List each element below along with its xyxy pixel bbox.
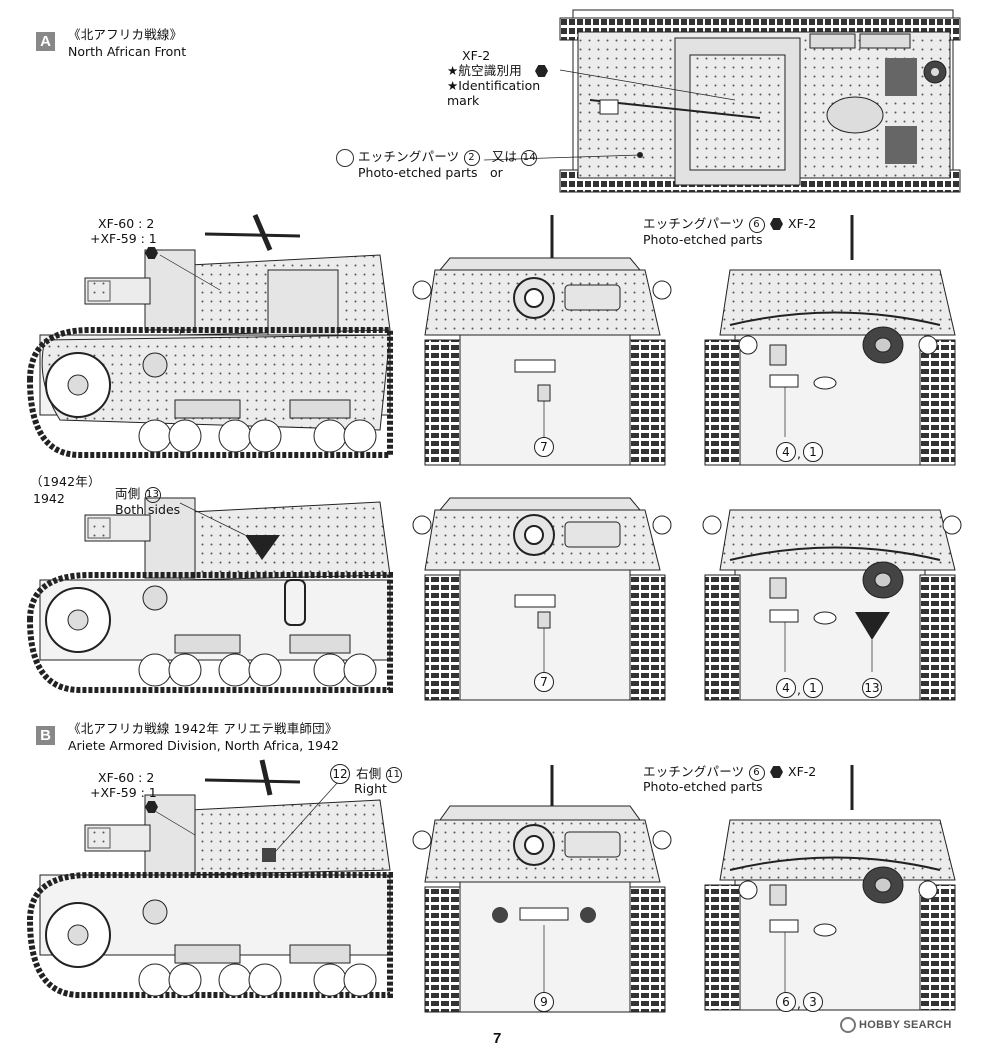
- top-alt-num: 14: [521, 149, 538, 166]
- year-label-en: 1942: [33, 491, 65, 506]
- rear-a1-decal-b: 1: [803, 442, 823, 462]
- side-view-b: [26, 759, 393, 998]
- side-b-paint2: +XF-59 : 1: [90, 785, 157, 800]
- side-b-paint1: XF-60 : 2: [98, 770, 155, 785]
- section-b-title-en: Ariete Armored Division, North Africa, 1…: [68, 738, 339, 753]
- section-a-title-en: North African Front: [68, 44, 187, 59]
- rear-b-etched-num: 6: [748, 764, 765, 781]
- rear-a2-decal-a: 4: [776, 678, 796, 698]
- side-a1-paint2: +XF-59 : 1: [90, 231, 157, 246]
- ident-mark-jp: ★航空識別用: [447, 63, 522, 78]
- top-or-en: or: [490, 165, 503, 180]
- section-b-title-jp: 《北アフリカ戦線 1942年 アリエテ戦車師団》: [68, 721, 338, 736]
- side-a1-paint1: XF-60 : 2: [98, 216, 155, 231]
- paint-hex-icon: [145, 801, 158, 813]
- rear-a1-decal-a: 4: [776, 442, 796, 462]
- rear-b-decal-a: 6: [776, 992, 796, 1012]
- rear-b-etched-jp: エッチングパーツ 6: [643, 764, 765, 781]
- front-view-b: [412, 765, 672, 1013]
- side-b-right-jp: 右側 11: [356, 766, 402, 783]
- watermark-logo-icon: [840, 1017, 856, 1033]
- paint-hex-icon: [535, 65, 548, 77]
- front-view-a2: [412, 497, 672, 701]
- ident-mark-en: ★Identification: [447, 78, 541, 93]
- rear-a1-etched-num: 6: [748, 216, 765, 233]
- rear-a1-paint: XF-2: [788, 216, 817, 231]
- front-b-decal-num: 9: [534, 992, 554, 1012]
- rear-a2-decal-c: 13: [862, 678, 882, 698]
- both-sides-en: Both sides: [115, 502, 181, 517]
- rear-b-paint: XF-2: [788, 764, 817, 779]
- side-view-a2: [26, 497, 393, 693]
- section-a-badge: A: [36, 32, 55, 51]
- side-b-right-en: Right: [354, 781, 387, 796]
- front-view-a1: [412, 215, 672, 466]
- paint-hex-icon: [145, 247, 158, 259]
- rear-b-etched-en: Photo-etched parts: [643, 779, 763, 794]
- top-view-drawing: [483, 9, 961, 193]
- section-a-title-jp: 《北アフリカ戦線》: [68, 27, 183, 42]
- paint-hex-icon: [770, 218, 783, 230]
- rear-a2-decal-b: 1: [803, 678, 823, 698]
- both-sides-num: 13: [144, 486, 161, 503]
- side-view-a1: [26, 214, 393, 458]
- front-a2-decal-num: 7: [534, 672, 554, 692]
- rear-a1-etched-jp: エッチングパーツ 6: [643, 216, 765, 233]
- rear-b-decal-sep: ,: [797, 996, 801, 1011]
- top-etched-num: 2: [463, 149, 480, 166]
- top-etched-jp: エッチングパーツ 2 又は 14: [358, 149, 538, 166]
- side-b-right-num: 11: [385, 766, 402, 783]
- ident-mark-en2: mark: [447, 93, 480, 108]
- rear-a1-decal-sep: ,: [797, 446, 801, 461]
- paint-hex-icon: [770, 766, 783, 778]
- both-sides-jp: 両側 13: [115, 486, 161, 503]
- front-a1-decal-num: 7: [534, 437, 554, 457]
- watermark: HOBBY SEARCH: [840, 1017, 952, 1033]
- rear-view-a1: [704, 215, 956, 466]
- rear-a1-etched-en: Photo-etched parts: [643, 232, 763, 247]
- rear-view-b: [704, 765, 956, 1011]
- top-etched-en: Photo-etched parts: [358, 165, 478, 180]
- rear-b-decal-b: 3: [803, 992, 823, 1012]
- page-number: 7: [493, 1030, 502, 1047]
- section-b-badge: B: [36, 726, 55, 745]
- year-label-jp: （1942年）: [30, 474, 101, 489]
- rear-view-a2: [702, 509, 962, 701]
- top-paint-code: XF-2: [462, 48, 491, 63]
- photo-etched-icon: [336, 149, 354, 167]
- side-b-decal-num: 12: [330, 764, 350, 784]
- rear-a2-decal-sep: ,: [797, 682, 801, 697]
